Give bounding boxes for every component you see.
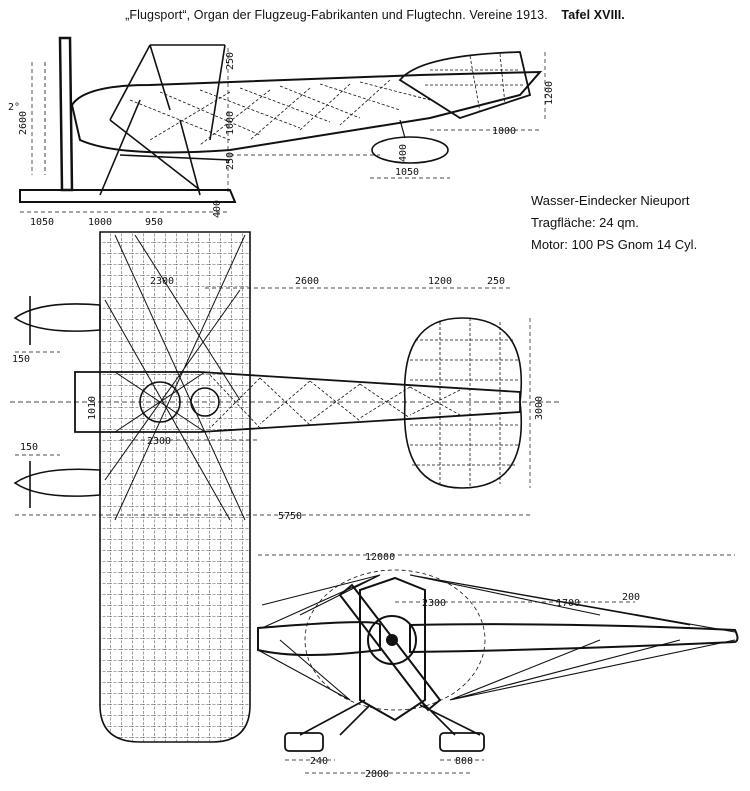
- plan-float-left: [13, 303, 101, 332]
- front-float-left: [284, 732, 324, 752]
- front-propeller: [338, 583, 442, 712]
- journal-caption: „Flugsport“, Organ der Flugzeug-Fabrikan…: [125, 8, 548, 22]
- dim-plan-1200: 1200: [428, 276, 452, 287]
- plate-header: „Flugsport“, Organ der Flugzeug-Fabrikan…: [0, 8, 750, 22]
- dim-side-250: 250: [225, 52, 236, 70]
- aircraft-title: Wasser-Eindecker Nieuport: [531, 193, 690, 208]
- dim-plan-150a: 150: [12, 354, 30, 365]
- dim-front-2300: 2300: [422, 598, 446, 609]
- dim-plan-1010: 1010: [87, 396, 98, 420]
- dim-tail-span: 3000: [534, 396, 545, 420]
- dim-plan-150b: 150: [20, 442, 38, 453]
- plan-fuselage: [74, 371, 521, 433]
- engine-spec: Motor: 100 PS Gnom 14 Cyl.: [531, 237, 698, 252]
- dim-front-800: 800: [455, 756, 473, 767]
- front-wing-right: [409, 623, 739, 654]
- plate-number: Tafel XVIII.: [561, 8, 625, 22]
- dim-front-1700: 1700: [556, 598, 580, 609]
- dim-front-200: 200: [622, 592, 640, 603]
- plan-dimensions: [15, 287, 531, 516]
- dim-float-950: 950: [145, 217, 163, 228]
- dim-front-240: 240: [310, 756, 328, 767]
- side-view: 2600 2° 250 1000 250 400 1200 1000 400 1…: [8, 36, 555, 228]
- side-fuselage: [70, 70, 543, 154]
- plan-tailplane: [403, 317, 522, 489]
- dim-side-400: 400: [212, 200, 223, 218]
- dim-side-250b: 250: [225, 152, 236, 170]
- dim-front-2800: 2800: [365, 769, 389, 780]
- dim-side-height: 2600: [18, 111, 29, 135]
- side-propeller: [58, 36, 74, 192]
- plan-wing: [99, 231, 251, 743]
- dim-tail-length: 1000: [492, 126, 516, 137]
- side-dimensions: [20, 48, 546, 213]
- plan-view: 2300 2600 1200 250 150 1010 2300 150 300…: [10, 231, 560, 743]
- front-dimensions: [258, 554, 735, 774]
- dim-tail-float-length: 1050: [395, 167, 419, 178]
- dim-side-1000: 1000: [225, 111, 236, 135]
- dim-plan-2600: 2600: [295, 276, 319, 287]
- dim-tail-height: 1200: [544, 81, 555, 105]
- wing-area: Tragfläche: 24 qm.: [531, 215, 639, 230]
- side-main-float: [19, 189, 237, 203]
- dim-float-1000: 1000: [88, 217, 112, 228]
- dim-plan-2300a: 2300: [150, 276, 174, 287]
- aircraft-specs: Wasser-Eindecker Nieuport Tragfläche: 24…: [531, 190, 697, 256]
- dim-plan-250: 250: [487, 276, 505, 287]
- front-float-right: [439, 732, 485, 752]
- front-fuselage: [359, 576, 426, 722]
- front-wing-left: [257, 621, 381, 656]
- side-tail-fin: [398, 51, 532, 119]
- plan-float-right: [13, 468, 101, 497]
- dim-plan-length: 5750: [278, 511, 302, 522]
- dim-front-span: 12000: [365, 552, 395, 563]
- dim-plan-2300b: 2300: [147, 436, 171, 447]
- side-tail-float: [371, 136, 449, 164]
- dim-float-1050: 1050: [30, 217, 54, 228]
- dim-tail-float-height: 400: [398, 144, 409, 162]
- dim-side-angle: 2°: [8, 102, 20, 113]
- front-view: 12000 2300 1700 200 240 2800 800: [257, 552, 739, 780]
